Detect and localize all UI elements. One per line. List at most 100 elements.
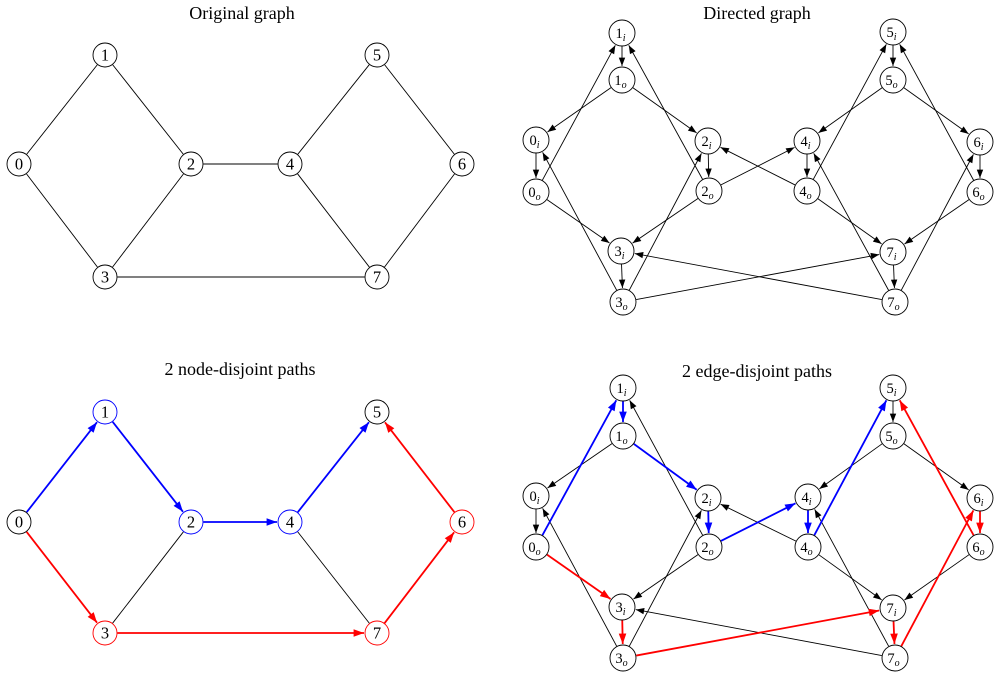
node-edge-disjoint-paths-3i: 3i [608, 593, 636, 621]
node-directed-graph-4o: 4o [793, 177, 821, 205]
edge-6o-5i [898, 399, 975, 536]
node-label: 4 [286, 513, 294, 532]
node-node-disjoint-paths-6: 6 [449, 509, 475, 535]
edge-2-3 [112, 531, 184, 624]
edge-3i-3o [618, 264, 626, 289]
node-circle [879, 18, 907, 46]
edge-2-3 [112, 173, 184, 268]
node-label: 0 [15, 155, 23, 174]
node-directed-graph-4i: 4i [793, 127, 821, 155]
node-circle [277, 509, 303, 535]
edge-7o-3i [634, 251, 882, 300]
node-circle [92, 264, 118, 290]
node-circle [608, 593, 636, 621]
node-directed-graph-7o: 7o [881, 288, 909, 316]
node-circle [608, 66, 636, 94]
node-label: 7 [373, 624, 381, 643]
node-label: 7i [886, 601, 896, 619]
node-directed-graph-1o: 1o [608, 66, 636, 94]
edge-2o-1i [628, 45, 703, 180]
node-circle [178, 509, 204, 535]
node-circle [881, 288, 909, 316]
node-edge-disjoint-paths-6o: 6o [966, 533, 994, 561]
node-directed-graph-2i: 2i [694, 127, 722, 155]
node-node-disjoint-paths-2: 2 [178, 509, 204, 535]
node-edge-disjoint-paths-4i: 4i [794, 483, 822, 511]
node-directed-graph-3i: 3i [607, 237, 635, 265]
node-label: 3i [614, 244, 624, 262]
node-label: 1i [615, 26, 625, 44]
panel-title-directed-graph: Directed graph [703, 3, 811, 23]
node-directed-graph-6i: 6i [966, 128, 994, 156]
node-circle [694, 484, 722, 512]
node-circle [608, 19, 636, 47]
node-label: 4i [800, 134, 810, 152]
node-label: 3 [101, 268, 109, 287]
node-circle [364, 42, 390, 68]
edge-6o-5i [899, 44, 974, 181]
node-node-disjoint-paths-3: 3 [92, 620, 118, 646]
edge-0o-3i [546, 199, 610, 244]
edge-3o-2i [628, 153, 702, 291]
edge-3o-7i [636, 252, 880, 301]
edge-1-2 [111, 421, 184, 513]
node-node-disjoint-paths-0: 0 [6, 509, 32, 535]
node-edge-disjoint-paths-2i: 2i [694, 484, 722, 512]
node-circle [879, 238, 907, 266]
node-circle [695, 533, 723, 561]
node-original-graph-4: 4 [277, 151, 303, 177]
node-edge-disjoint-paths-1i: 1i [609, 374, 637, 402]
node-circle [879, 374, 907, 402]
node-directed-graph-7i: 7i [879, 238, 907, 266]
edge-3o-0i [542, 152, 618, 291]
node-label: 7i [886, 245, 896, 263]
edge-7i-7o [890, 265, 898, 289]
node-directed-graph-0i: 0i [522, 126, 550, 154]
edge-0o-3i [546, 553, 612, 600]
edge-4-5 [296, 421, 370, 513]
node-node-disjoint-paths-1: 1 [92, 399, 118, 425]
node-directed-graph-1i: 1i [608, 19, 636, 47]
edge-5o-4i [818, 87, 883, 134]
node-circle [449, 151, 475, 177]
edge-2o-4i [720, 502, 796, 542]
node-edge-disjoint-paths-6i: 6i [966, 484, 994, 512]
node-circle [609, 422, 637, 450]
node-circle [879, 422, 907, 450]
node-circle [966, 533, 994, 561]
node-circle [793, 177, 821, 205]
node-label: 3i [615, 600, 625, 618]
node-label: 2i [701, 134, 711, 152]
node-circle [178, 151, 204, 177]
edge-5-6 [384, 64, 455, 155]
node-circle [793, 127, 821, 155]
node-label: 1i [616, 381, 626, 399]
node-circle [966, 128, 994, 156]
node-circle [879, 594, 907, 622]
edge-4o-5i [812, 44, 887, 180]
edge-0-1 [25, 421, 98, 513]
node-node-disjoint-paths-4: 4 [277, 509, 303, 535]
node-directed-graph-5i: 5i [879, 18, 907, 46]
node-circle [277, 151, 303, 177]
edge-0-3 [25, 531, 98, 624]
node-label: 7 [373, 268, 381, 287]
node-original-graph-3: 3 [92, 264, 118, 290]
node-label: 0i [529, 489, 539, 507]
node-circle [879, 66, 907, 94]
node-circle [695, 177, 723, 205]
node-node-disjoint-paths-7: 7 [364, 620, 390, 646]
node-original-graph-7: 7 [364, 264, 390, 290]
node-edge-disjoint-paths-1o: 1o [609, 422, 637, 450]
node-circle [966, 178, 994, 206]
edge-1-2 [112, 64, 184, 155]
node-circle [92, 42, 118, 68]
node-circle [364, 399, 390, 425]
node-circle [6, 509, 32, 535]
edge-7o-6i [900, 154, 974, 291]
node-label: 2 [187, 513, 195, 532]
edge-4o-7i [817, 198, 882, 245]
